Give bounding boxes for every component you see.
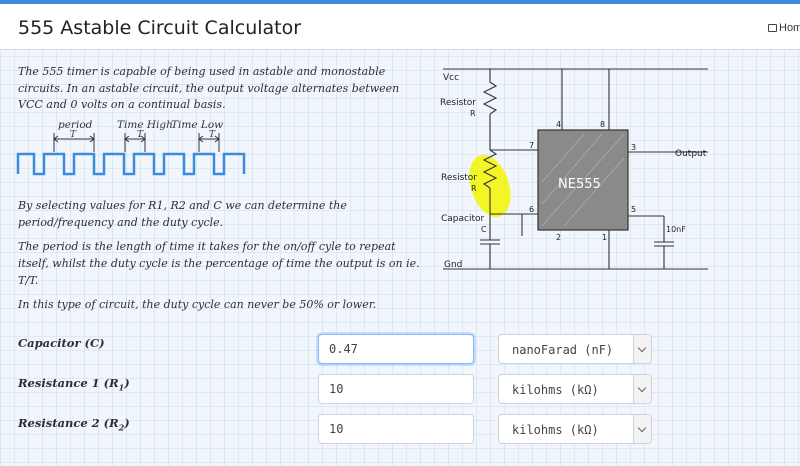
resistance-2-label-sub: 2 (118, 422, 125, 433)
resistor-r1-sub: R (470, 109, 476, 118)
pin-6: 6 (529, 205, 534, 214)
page-header: 555 Astable Circuit Calculator Home (0, 4, 800, 50)
chip-label: NE555 (558, 177, 601, 192)
resistance-1-input[interactable] (318, 374, 474, 404)
resistance-2-unit-select[interactable]: kilohms (kΩ) (498, 414, 652, 444)
description-paragraph-2: The period is the length of time it take… (18, 240, 420, 287)
time-high-symbol: T (137, 130, 144, 140)
time-high-label: Time High (117, 119, 173, 131)
capacitor-label: Capacitor (441, 214, 485, 224)
capacitor-unit-select[interactable]: nanoFarad (nF) (498, 334, 652, 364)
capacitor-input[interactable] (318, 334, 474, 364)
description-paragraph-3: In this type of circuit, the duty cycle … (18, 298, 377, 311)
capacitor-label: Capacitor (C) (18, 336, 105, 350)
chevron-down-icon (633, 335, 651, 363)
square-wave-line (16, 152, 246, 176)
resistance-2-input[interactable] (318, 414, 474, 444)
resistance-2-label-text: Resistance 2 (R (18, 416, 119, 430)
cap2-label: 10nF (666, 225, 686, 234)
resistance-1-unit-value: kilohms (kΩ) (512, 383, 599, 397)
ne555-chip (537, 129, 629, 231)
resistance-1-unit-select[interactable]: kilohms (kΩ) (498, 374, 652, 404)
pin-3: 3 (631, 143, 636, 152)
resistor-r2-label: Resistor (441, 173, 477, 183)
description-paragraph-1: By selecting values for R1, R2 and C we … (18, 199, 347, 229)
vcc-label: Vcc (443, 73, 459, 83)
capacitor-sub: C (481, 225, 487, 234)
pin-2: 2 (556, 233, 561, 242)
period-label: period (58, 119, 93, 131)
gnd-label: Gnd (444, 260, 462, 270)
resistor-r2-sub: R (471, 184, 477, 193)
period-symbol: T (70, 130, 77, 140)
pin-5: 5 (631, 205, 636, 214)
resistance-1-label: Resistance 1 (R1) (18, 376, 130, 392)
home-link-label: Home (779, 22, 800, 34)
pin-7: 7 (529, 141, 534, 150)
resistance-2-label: Resistance 2 (R2) (18, 416, 130, 432)
time-low-label: Time Low (171, 119, 223, 131)
time-low-symbol: T (209, 130, 216, 140)
capacitor-label-text: Capacitor (C) (18, 336, 105, 350)
home-link[interactable]: Home (768, 22, 800, 34)
resistance-2-label-end: ) (124, 416, 130, 430)
top-accent-bar (0, 0, 800, 4)
resistance-1-label-end: ) (124, 376, 130, 390)
chevron-down-icon (633, 415, 651, 443)
resistor-r1-label: Resistor (440, 98, 476, 108)
resistance-2-unit-value: kilohms (kΩ) (512, 423, 599, 437)
capacitor-unit-value: nanoFarad (nF) (512, 343, 614, 357)
page-title: 555 Astable Circuit Calculator (18, 17, 302, 39)
square-wave-diagram: period T Time High T Time Low T (16, 119, 246, 176)
chevron-down-icon (633, 375, 651, 403)
resistance-1-label-sub: 1 (118, 382, 125, 393)
pin-8: 8 (600, 120, 605, 129)
resistor-r2-highlight (469, 155, 511, 217)
pin-4: 4 (556, 120, 561, 129)
output-label: Output (675, 149, 707, 159)
intro-text: The 555 timer is capable of being used i… (18, 65, 400, 111)
home-icon (768, 24, 777, 32)
pin-1: 1 (602, 233, 607, 242)
resistance-1-label-text: Resistance 1 (R (18, 376, 119, 390)
circuit-schematic: Vcc Resistor R Resistor R Capacitor C Gn… (440, 68, 708, 270)
